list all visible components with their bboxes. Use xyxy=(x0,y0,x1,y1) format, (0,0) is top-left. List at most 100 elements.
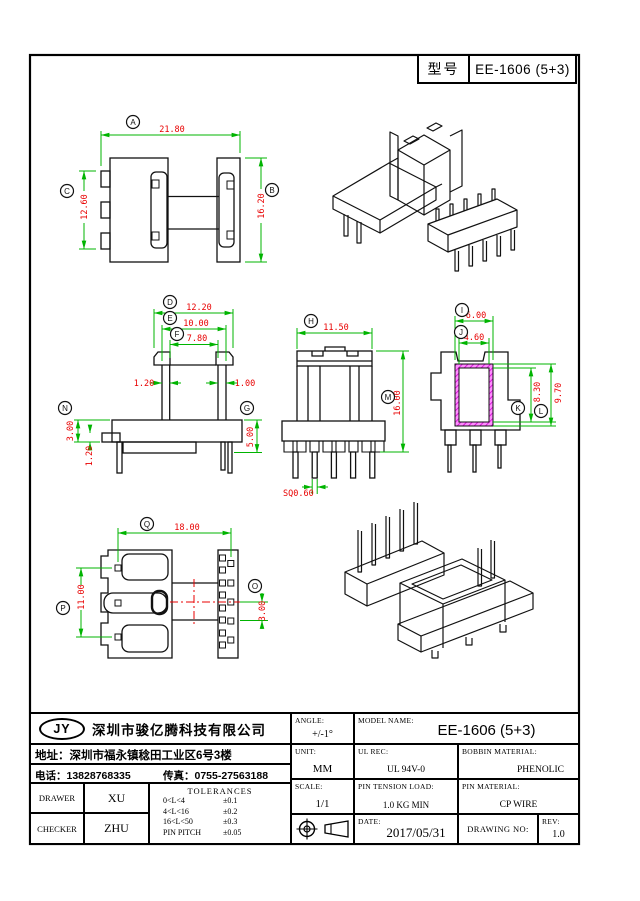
phone-cell: 电话：13828768335 传真：0755-27563188 xyxy=(31,765,292,784)
projection-symbol-icon xyxy=(296,818,349,840)
model-name-cell: MODEL NAME: EE-1606 (5+3) xyxy=(355,714,578,745)
checker-value-cell: ZHU xyxy=(85,814,150,843)
dim-18-00: 18.00 xyxy=(174,523,200,533)
tolerance-value: ±0.1 xyxy=(223,796,238,805)
pin-tension-cell: PIN TENSION LOAD: 1.0 KG MIN xyxy=(355,780,459,815)
tolerance-value: ±0.3 xyxy=(223,817,238,826)
view-section xyxy=(101,351,243,474)
svg-text:P: P xyxy=(60,604,65,613)
dim-12-60: 12.60 xyxy=(80,194,90,220)
projection-symbol-cell xyxy=(292,815,355,843)
balloon-o: O xyxy=(247,578,263,594)
tolerance-row: 0<L<4 ±0.1 xyxy=(150,796,290,807)
view-window-dim-lines xyxy=(454,316,556,427)
view-isometric-bottom xyxy=(344,502,534,659)
tolerances-title: TOLERANCES xyxy=(187,786,253,796)
dim-16-00: 16.00 xyxy=(393,390,403,416)
dim-4-60: 4.60 xyxy=(464,333,484,343)
dim-3-00-pitch: 3.00 xyxy=(258,601,268,621)
date-value: 2017/05/31 xyxy=(386,825,446,840)
tolerance-value: ±0.05 xyxy=(223,827,242,837)
bobbin-material-cell: BOBBIN MATERIAL: PHENOLIC xyxy=(459,745,578,780)
view-side xyxy=(100,157,241,263)
view-front xyxy=(281,346,386,479)
dim-3-00-base: 3.00 xyxy=(66,421,76,441)
dim-9-70: 9.70 xyxy=(554,383,564,403)
dim-wall-left: 1.20 xyxy=(134,379,154,389)
balloon-f: F xyxy=(169,326,185,342)
svg-text:E: E xyxy=(167,314,172,323)
svg-text:L: L xyxy=(539,407,544,416)
front-pins xyxy=(292,451,376,479)
balloon-d: D xyxy=(162,294,178,310)
dim-1-20-tab: 1.20 xyxy=(85,446,95,466)
bottom-centerlines xyxy=(170,579,248,625)
bottom-strip-pins xyxy=(227,560,235,644)
view-bottom-dim-lines xyxy=(76,528,268,638)
view-bottom xyxy=(100,549,239,659)
svg-text:N: N xyxy=(62,404,68,413)
dim-7-80: 7.80 xyxy=(187,334,207,344)
svg-text:B: B xyxy=(269,186,274,195)
pin-material-label: PIN MATERIAL: xyxy=(462,782,520,791)
drawer-value-cell: XU xyxy=(85,784,150,814)
unit-label: UNIT: xyxy=(295,747,317,756)
balloon-c: C xyxy=(59,183,75,199)
date-label: DATE: xyxy=(358,817,381,826)
model-label: 型号 xyxy=(419,56,470,82)
dim-12-20: 12.20 xyxy=(186,303,212,313)
bottom-strip-slots xyxy=(219,554,226,649)
bobbin-material-label: BOBBIN MATERIAL: xyxy=(462,747,538,756)
tolerance-row: 4<L<16 ±0.2 xyxy=(150,807,290,818)
balloon-p: P xyxy=(55,600,71,616)
angle-value: +/-1° xyxy=(312,729,333,740)
svg-text:H: H xyxy=(308,317,314,326)
core-window-inner xyxy=(458,367,490,423)
svg-text:C: C xyxy=(64,187,70,196)
company-phone: 电话：13828768335 xyxy=(35,770,131,782)
unit-cell: UNIT: MM xyxy=(292,745,355,780)
view-front-dim-lines xyxy=(296,328,409,494)
angle-label: ANGLE: xyxy=(295,716,325,725)
dim-21-80: 21.80 xyxy=(159,125,185,135)
scale-value: 1/1 xyxy=(315,798,330,810)
rev-cell: REV: 1.0 xyxy=(539,815,578,843)
view-window xyxy=(430,351,521,473)
balloon-k: K xyxy=(510,400,526,416)
svg-text:G: G xyxy=(244,404,250,413)
company-logo: JY xyxy=(39,717,85,740)
drawer-label-cell: DRAWER xyxy=(31,784,85,814)
svg-text:K: K xyxy=(515,404,521,413)
checker-value: ZHU xyxy=(104,821,129,835)
tolerance-range: 0<L<4 xyxy=(163,796,185,805)
company-cell: JY 深圳市骏亿腾科技有限公司 xyxy=(31,714,292,745)
balloon-m: M xyxy=(380,389,396,405)
balloon-e: E xyxy=(162,310,178,326)
dim-10-00: 10.00 xyxy=(183,319,209,329)
bobbin-material-value: PHENOLIC xyxy=(517,765,564,775)
balloon-q: Q xyxy=(139,516,155,532)
scale-label: SCALE: xyxy=(295,782,323,791)
rev-label: REV: xyxy=(542,817,560,826)
tolerance-range: 16<L<50 xyxy=(163,817,193,826)
svg-text:I: I xyxy=(461,306,463,315)
balloon-n: N xyxy=(57,400,73,416)
dim-11-00: 11.00 xyxy=(77,584,87,610)
model-name-label: MODEL NAME: xyxy=(358,716,414,725)
ul-label: UL REC: xyxy=(358,747,389,756)
date-cell: DATE: 2017/05/31 xyxy=(355,815,459,843)
title-block: JY 深圳市骏亿腾科技有限公司 地址：深圳市福永镇稔田工业区6号3楼 电话：13… xyxy=(29,712,580,845)
balloon-l: L xyxy=(533,403,549,419)
view-isometric-top xyxy=(332,122,518,272)
balloon-a: A xyxy=(125,114,141,130)
balloon-i: I xyxy=(454,302,470,318)
company-address: 地址：深圳市福永镇稔田工业区6号3楼 xyxy=(35,750,232,762)
svg-text:Q: Q xyxy=(144,520,150,529)
drawing-no-cell: DRAWING NO: xyxy=(459,815,539,843)
unit-value: MM xyxy=(312,763,333,775)
tolerance-row: 16<L<50 ±0.3 xyxy=(150,817,290,828)
pin-tension-label: PIN TENSION LOAD: xyxy=(358,782,434,791)
tolerance-range: 4<L<16 xyxy=(163,806,189,816)
